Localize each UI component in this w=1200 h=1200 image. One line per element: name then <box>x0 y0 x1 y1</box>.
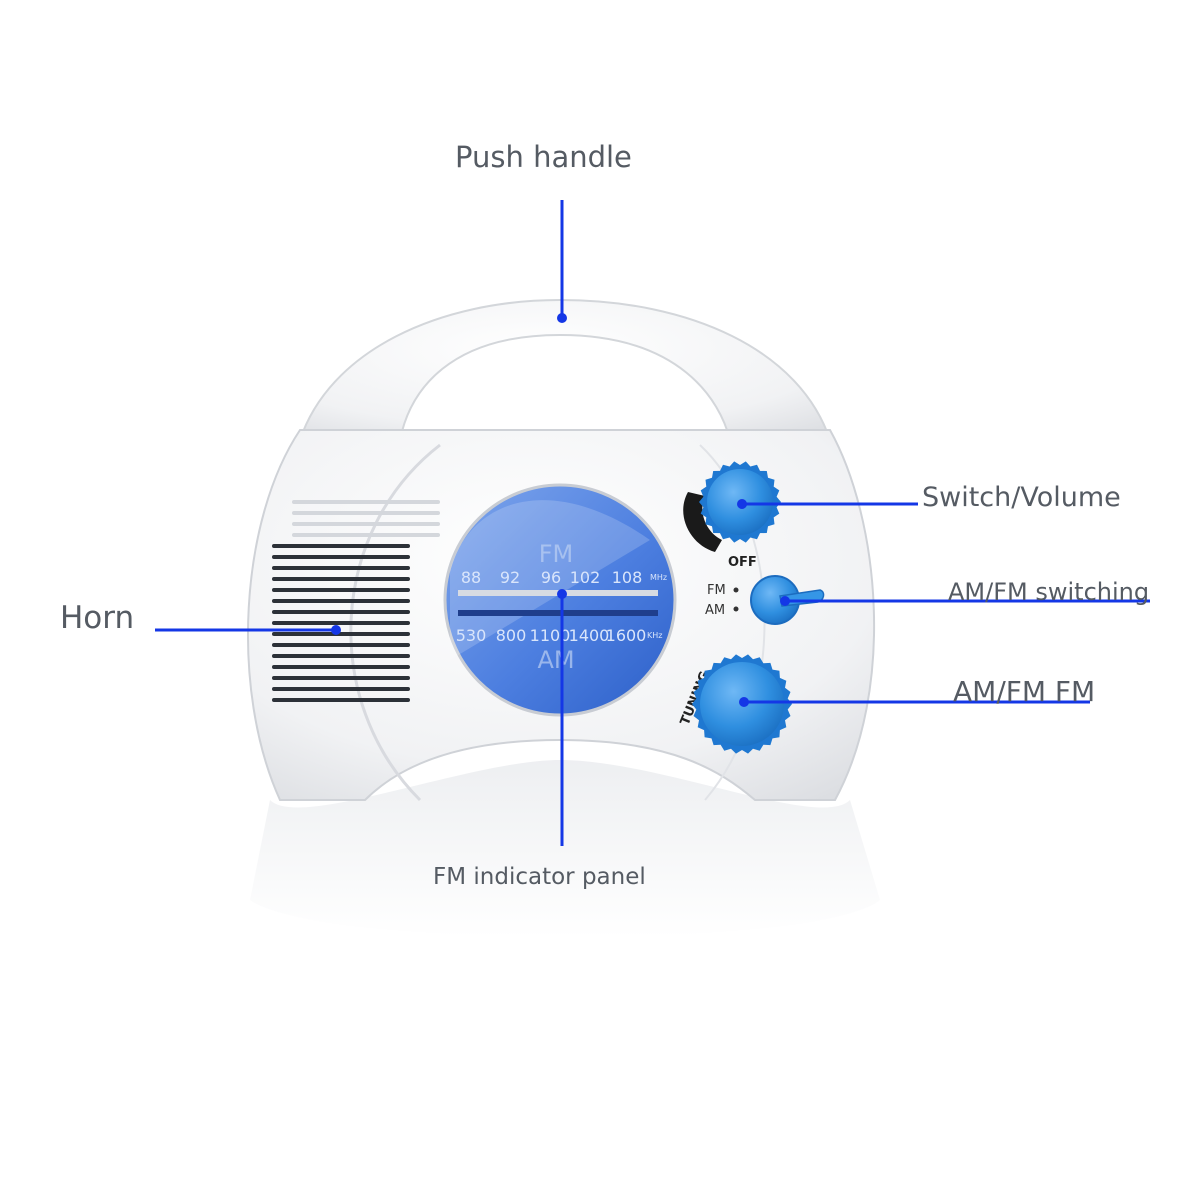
speaker-grille <box>272 500 440 702</box>
push-handle <box>298 298 832 441</box>
fm-unit: MHz <box>650 573 667 582</box>
grille-slot <box>272 632 410 636</box>
switch-am-dot <box>733 606 739 612</box>
fm-tick-92: 92 <box>500 568 520 587</box>
am-unit: KHz <box>647 631 662 640</box>
grille-slot <box>292 511 440 515</box>
am-tick-800: 800 <box>496 626 527 645</box>
am-tick-1400: 1400 <box>569 626 610 645</box>
fm-tick-88: 88 <box>461 568 481 587</box>
fm-tick-108: 108 <box>612 568 643 587</box>
grille-slot <box>272 588 410 592</box>
switch-volume-label: Switch/Volume <box>922 482 1121 513</box>
grille-slot <box>272 555 410 559</box>
callout-am-fm-tuning <box>739 697 1090 707</box>
am-band-strip <box>458 610 658 616</box>
grille-slot <box>272 643 410 647</box>
callout-panel <box>557 589 567 846</box>
grille-slot <box>292 533 440 537</box>
am-band-label: AM <box>537 646 574 674</box>
am-tick-1600: 1600 <box>606 626 647 645</box>
grille-slot <box>272 621 410 625</box>
grille-slot <box>272 698 410 702</box>
fm-indicator-panel-label: FM indicator panel <box>433 864 646 890</box>
grille-slot <box>272 654 410 658</box>
fm-band-label: FM <box>539 540 574 568</box>
grille-slot <box>272 687 410 691</box>
grille-slot <box>272 599 410 603</box>
grille-slot <box>272 577 410 581</box>
off-label: OFF <box>728 555 757 570</box>
tuning-dial-panel: FM AM 88 92 96 102 108 MHz 530 800 1100 … <box>443 483 677 717</box>
am-fm-tuning-label: AM/FM FM <box>953 675 1096 708</box>
radio-reflection <box>250 760 880 938</box>
horn-label: Horn <box>60 600 135 636</box>
switch-am-label: AM <box>705 603 725 618</box>
grille-slot <box>272 610 410 614</box>
grille-slot <box>272 665 410 669</box>
callout-horn <box>155 625 341 635</box>
off-indicator-arc <box>683 492 722 552</box>
switch-fm-dot <box>733 587 739 593</box>
callout-switch-volume <box>737 499 918 509</box>
grille-slot <box>292 522 440 526</box>
push-handle-label: Push handle <box>455 140 632 174</box>
fm-tick-102: 102 <box>570 568 601 587</box>
grille-slot <box>272 544 410 548</box>
callout-push-handle <box>557 200 567 323</box>
switch-fm-label: FM <box>707 583 726 598</box>
am-tick-1100: 1100 <box>530 626 571 645</box>
grille-slot <box>272 566 410 570</box>
am-tick-530: 530 <box>456 626 487 645</box>
grille-slot <box>272 676 410 680</box>
fm-tick-96: 96 <box>541 568 561 587</box>
am-fm-switching-label: AM/FM switching <box>948 578 1150 606</box>
grille-slot <box>292 500 440 504</box>
callout-am-fm-switching <box>780 596 1150 606</box>
